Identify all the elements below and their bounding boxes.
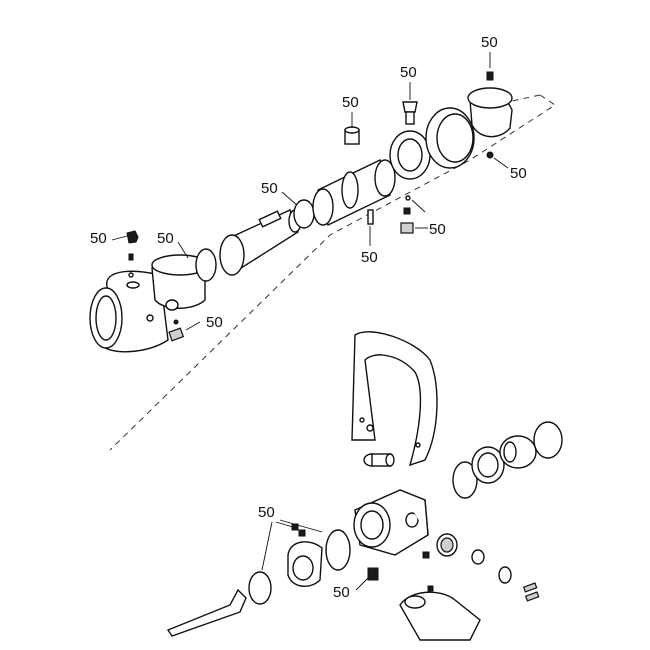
spring-pins [522, 582, 540, 602]
flange-ring [287, 523, 323, 587]
ball-end-ring [486, 151, 494, 159]
ring-far-right [533, 421, 563, 459]
callout-label: 50 [429, 221, 446, 238]
callout-label: 50 [342, 94, 359, 111]
o-ring-tiny [471, 549, 485, 565]
callout-label: 50 [258, 504, 275, 521]
handle-bracket [351, 331, 438, 467]
dashed-separator [109, 94, 556, 451]
set-screw-lower [367, 567, 379, 581]
leader-c4 [281, 191, 299, 207]
valve-cap [389, 101, 431, 180]
leader-c12b [275, 521, 297, 529]
leader-c2 [177, 241, 189, 259]
detent-parts [400, 195, 414, 234]
toothed-ring [425, 107, 475, 169]
clamp-band [151, 254, 209, 311]
leader-c11 [355, 577, 369, 591]
motor-housing [353, 489, 429, 556]
end-ring [467, 87, 513, 138]
snap-ring [498, 566, 512, 584]
callout-label: 50 [261, 180, 278, 197]
front-housing [89, 270, 169, 353]
leader-c8 [411, 199, 426, 213]
o-ring-mid [293, 199, 315, 229]
o-ring-lower-right [452, 461, 478, 499]
leader-c12c [279, 519, 323, 533]
air-fitting [363, 453, 395, 467]
callout-label: 50 [90, 230, 107, 247]
callout-label: 50 [510, 165, 527, 182]
leader-c10 [493, 157, 509, 169]
throttle-lever [166, 588, 247, 637]
pin-end-ring [486, 71, 494, 81]
bearing-ring [471, 446, 505, 484]
grip-handle [399, 585, 481, 641]
piston-tube [219, 209, 302, 276]
callout-label: 50 [157, 230, 174, 247]
leader-c1 [111, 235, 128, 241]
set-screw-top-left [126, 230, 139, 278]
plug-small [422, 551, 430, 559]
callout-label: 50 [206, 314, 223, 331]
o-ring-lower-mid [325, 529, 351, 571]
callout-label: 50 [481, 34, 498, 51]
pin-small [367, 209, 374, 225]
leader-c3 [185, 321, 201, 331]
bolt-lower [168, 319, 185, 342]
o-ring-left [195, 248, 217, 282]
regulator-plug [436, 533, 458, 557]
valve-cylinder [312, 159, 396, 226]
ball-joint [499, 435, 537, 469]
o-ring-lower-left [248, 571, 272, 605]
callout-label: 50 [400, 64, 417, 81]
leader-c12 [261, 521, 273, 571]
callout-label: 50 [361, 249, 378, 266]
bushing-top [344, 126, 360, 145]
callout-label: 50 [333, 584, 350, 601]
